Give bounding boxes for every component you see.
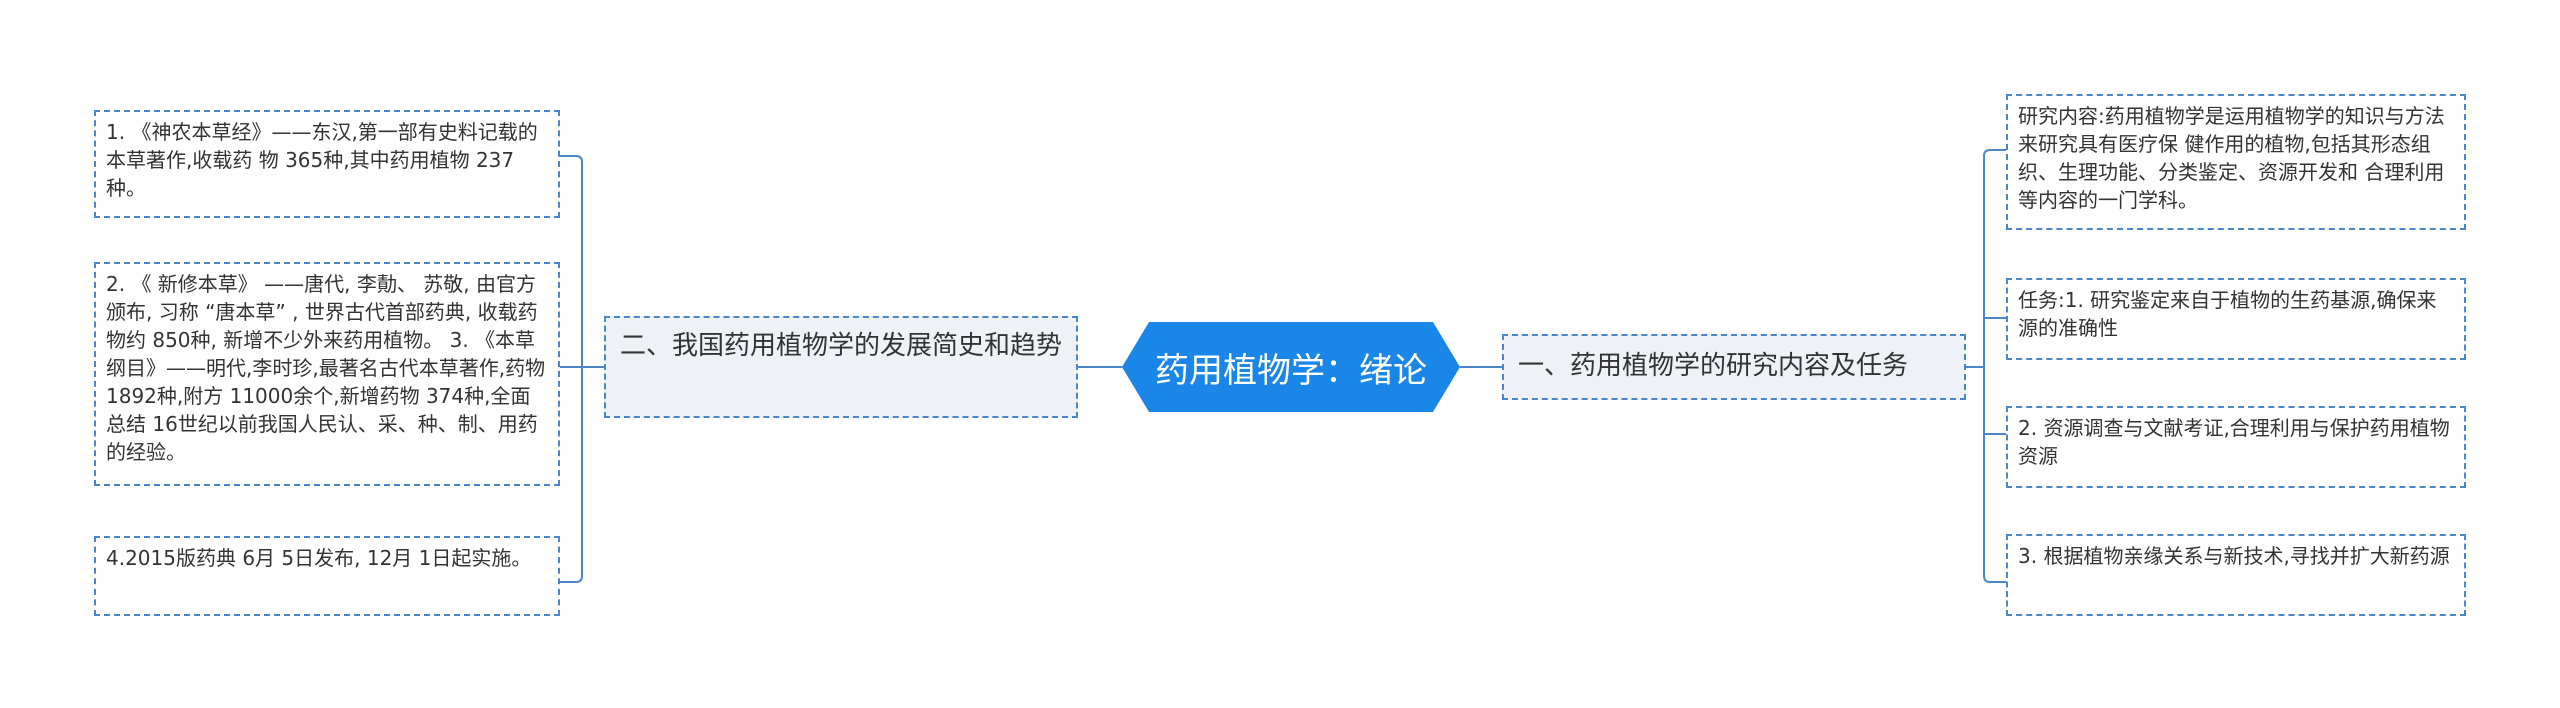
branch-research-tasks[interactable]: 一、药用植物学的研究内容及任务 (1502, 334, 1966, 400)
central-topic-shape (1122, 322, 1460, 412)
central-topic[interactable]: 药用植物学：绪论 (1122, 322, 1460, 412)
leaf-task-3[interactable]: 3. 根据植物亲缘关系与新技术,寻找并扩大新药源 (2006, 534, 2466, 616)
leaf-task-3-text: 3. 根据植物亲缘关系与新技术,寻找并扩大新药源 (2018, 544, 2450, 568)
leaf-xinxiu-bencao-gangmu[interactable]: 2. 《 新修本草》 ——唐代, 李勣、 苏敬, 由官方颁布, 习称 “唐本草”… (94, 262, 560, 486)
branch-history-trends-label: 二、我国药用植物学的发展简史和趋势 (620, 331, 1063, 361)
leaf-task-2-text: 2. 资源调查与文献考证,合理利用与保护药用植物资源 (2018, 416, 2450, 468)
leaf-task-2[interactable]: 2. 资源调查与文献考证,合理利用与保护药用植物资源 (2006, 406, 2466, 488)
connector-left-spine (560, 155, 604, 583)
leaf-task-1-text: 任务:1. 研究鉴定来自于植物的生药基源,确保来源的准确性 (2018, 288, 2437, 340)
leaf-shennong-bencao-text: 1. 《神农本草经》——东汉,第一部有史料记载的本草著作,收载药 物 365种,… (106, 120, 538, 200)
branch-history-trends[interactable]: 二、我国药用植物学的发展简史和趋势 (604, 316, 1078, 418)
leaf-pharmacopoeia-2015-text: 4.2015版药典 6月 5日发布, 12月 1日起实施。 (106, 546, 532, 570)
branch-research-tasks-label: 一、药用植物学的研究内容及任务 (1518, 351, 1909, 381)
leaf-research-content[interactable]: 研究内容:药用植物学是运用植物学的知识与方法来研究具有医疗保 健作用的植物,包括… (2006, 94, 2466, 230)
central-topic-label: 药用植物学：绪论 (1155, 350, 1427, 391)
leaf-research-content-text: 研究内容:药用植物学是运用植物学的知识与方法来研究具有医疗保 健作用的植物,包括… (2018, 104, 2445, 212)
leaf-task-1[interactable]: 任务:1. 研究鉴定来自于植物的生药基源,确保来源的准确性 (2006, 278, 2466, 360)
connector-right-spine (1966, 149, 2006, 583)
leaf-shennong-bencao[interactable]: 1. 《神农本草经》——东汉,第一部有史料记载的本草著作,收载药 物 365种,… (94, 110, 560, 218)
leaf-pharmacopoeia-2015[interactable]: 4.2015版药典 6月 5日发布, 12月 1日起实施。 (94, 536, 560, 616)
leaf-xinxiu-bencao-gangmu-text: 2. 《 新修本草》 ——唐代, 李勣、 苏敬, 由官方颁布, 习称 “唐本草”… (106, 272, 546, 464)
